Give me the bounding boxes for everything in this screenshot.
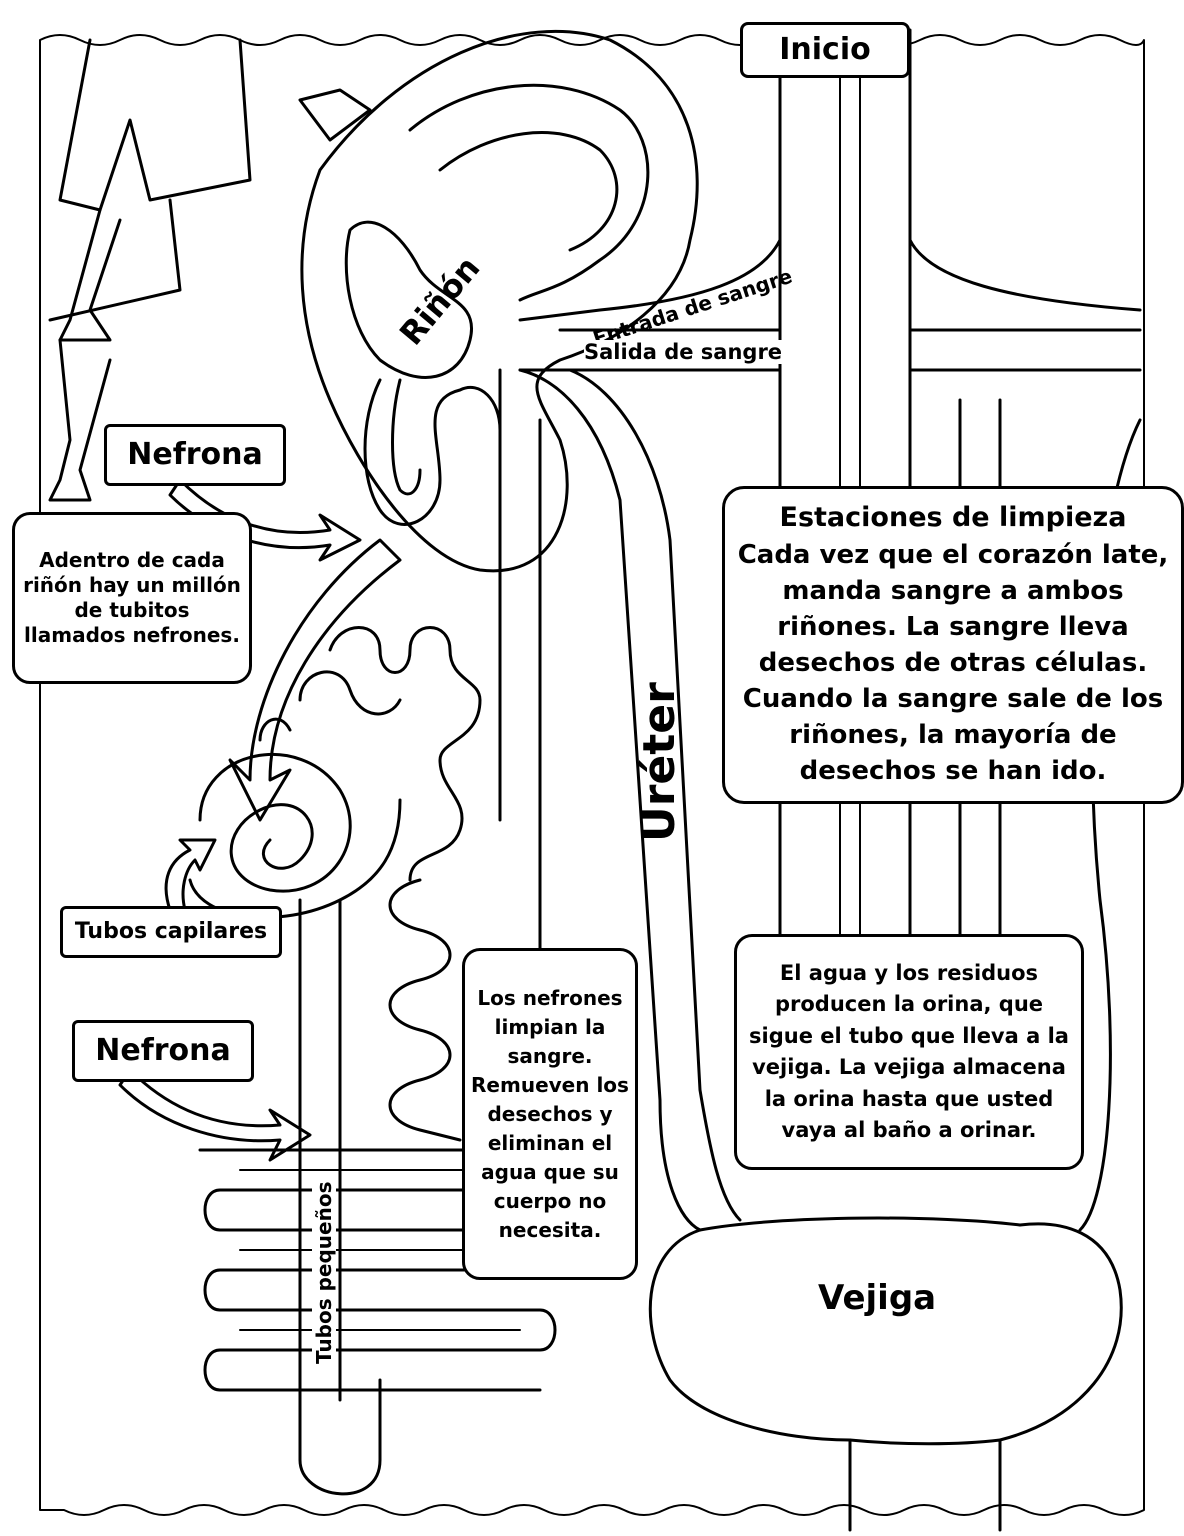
nefrona-bottom-label: Nefrona bbox=[72, 1020, 254, 1082]
agua-residuos-box: El agua y los residuos producen la orina… bbox=[734, 934, 1084, 1170]
nefrones-limpian-box: Los nefrones limpian la sangre. Remueven… bbox=[462, 948, 638, 1280]
ureter-label: Uréter bbox=[634, 682, 685, 842]
glomerulus bbox=[200, 754, 350, 891]
tubos-capilares-label: Tubos capilares bbox=[60, 906, 282, 958]
estaciones-title: Estaciones de limpieza bbox=[780, 501, 1127, 535]
arrow-tubos-capilares bbox=[166, 840, 215, 910]
adentro-note: Adentro de cada riñón hay un millón de t… bbox=[12, 512, 252, 684]
squiggly-tubules bbox=[330, 628, 480, 881]
arrow-nefrona-bottom bbox=[120, 1070, 310, 1160]
nephron-arrow bbox=[230, 540, 400, 820]
nefrona-top-label: Nefrona bbox=[104, 424, 286, 486]
estaciones-de-limpieza-box: Estaciones de limpieza Cada vez que el c… bbox=[722, 486, 1184, 804]
vejiga-label: Vejiga bbox=[818, 1278, 936, 1318]
collecting-loops bbox=[390, 880, 460, 1140]
nephron-loops bbox=[365, 380, 500, 524]
estaciones-body: Cada vez que el corazón late, manda sang… bbox=[733, 538, 1173, 789]
person-sketch bbox=[60, 40, 250, 210]
bladder bbox=[650, 1224, 1121, 1530]
salida-de-sangre-label: Salida de sangre bbox=[584, 340, 782, 364]
inicio-label: Inicio bbox=[740, 22, 910, 78]
tubos-pequenos-label: Tubos pequeños bbox=[312, 1182, 336, 1365]
